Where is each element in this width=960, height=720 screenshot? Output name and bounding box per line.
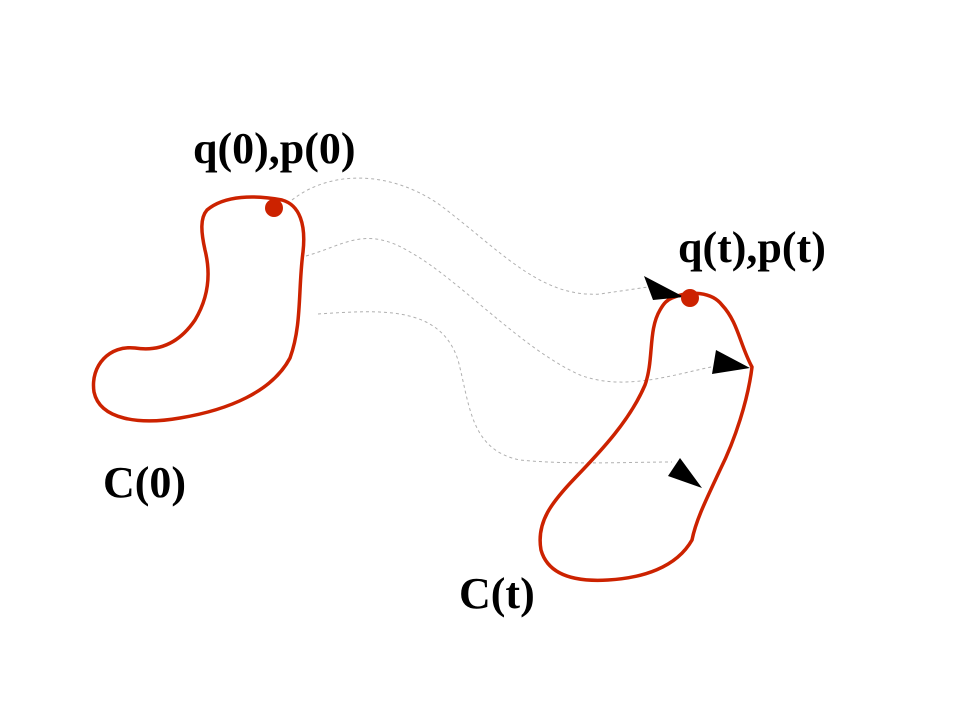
arrow-head-bottom <box>668 458 702 488</box>
start-point-marker <box>265 199 283 217</box>
start-point-label: q(0),p(0) <box>193 124 356 173</box>
flow-line-middle <box>305 238 717 383</box>
initial-curve <box>91 195 306 423</box>
end-point-marker <box>681 289 699 307</box>
flow-line-top <box>291 177 649 295</box>
evolved-curve <box>538 291 754 583</box>
arrow-head-top <box>644 276 684 300</box>
end-point-label: q(t),p(t) <box>678 223 826 272</box>
arrow-head-middle <box>712 350 750 374</box>
evolved-curve-label: C(t) <box>459 569 535 618</box>
flow-line-bottom <box>317 311 673 464</box>
initial-curve-label: C(0) <box>103 458 186 507</box>
